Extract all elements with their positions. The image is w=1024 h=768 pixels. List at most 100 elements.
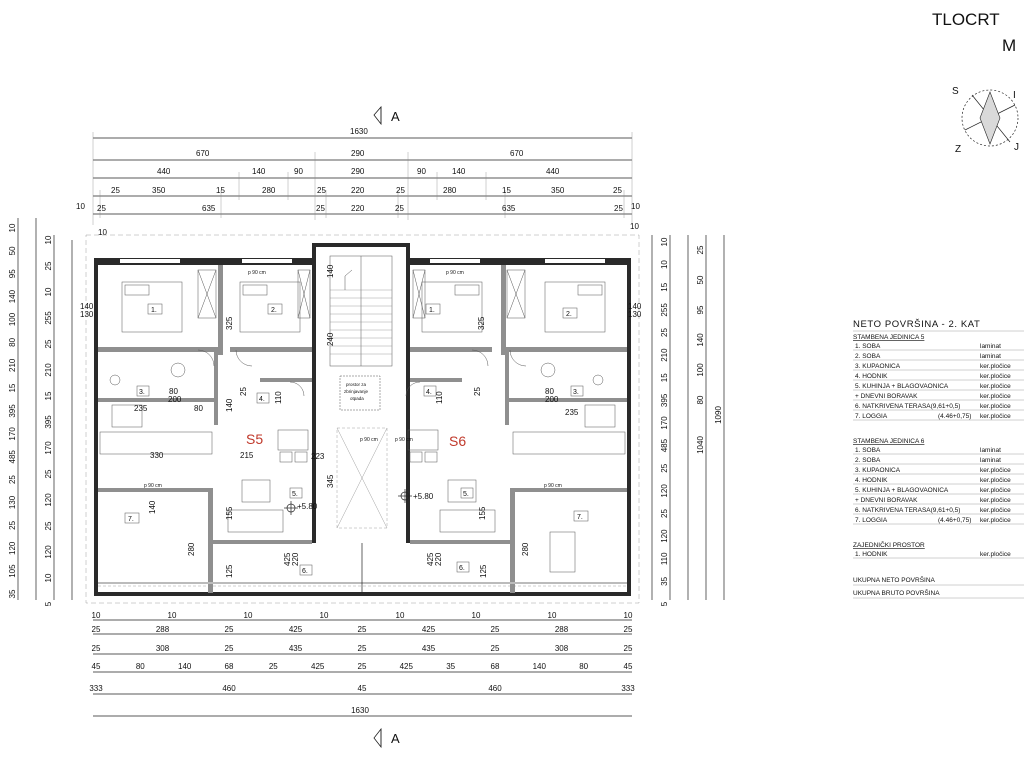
dim-bottom-row2-0: 25 xyxy=(92,625,101,634)
idim-24: 280 xyxy=(187,542,196,556)
idim-11: 140 xyxy=(225,398,234,412)
dim-bottom-row2-1: 288 xyxy=(156,625,170,634)
idim-32: 240 xyxy=(326,332,335,346)
table-row-name-0-1: 2. SOBA xyxy=(855,353,881,360)
table-row-name-1-1: 2. SOBA xyxy=(855,457,881,464)
table-row-name-2-0: 1. HODNIK xyxy=(855,551,888,558)
dim-top-r2-6: 440 xyxy=(546,167,560,176)
dim-left-inner-2: 10 xyxy=(44,287,53,296)
dim-left-outer-12: 130 xyxy=(8,495,17,509)
table-row-finish-0-7: ker.pločice xyxy=(980,413,1011,420)
dim-bottom-row4-8: 35 xyxy=(446,662,455,671)
total-net-label: UKUPNA NETO POVRŠINA xyxy=(853,575,936,584)
dim-left-outer-2: 95 xyxy=(8,269,17,278)
dim-bottom-row4-4: 25 xyxy=(269,662,278,671)
dim-bottom-row2-3: 425 xyxy=(289,625,303,634)
dim-top-r5-1: 10 xyxy=(630,222,639,231)
dim-top-r3-1: 350 xyxy=(152,186,166,195)
table-row-finish-0-2: ker.pločice xyxy=(980,363,1011,370)
room-label-7-right: 7. xyxy=(577,514,583,521)
dim-top-r4-5: 25 xyxy=(395,204,404,213)
title-line-2: M xyxy=(1002,36,1016,55)
table-row-name-1-7: 7. LOGGIA xyxy=(855,517,888,524)
idim-12: 235 xyxy=(565,408,579,417)
dim-bottom-row4-7: 425 xyxy=(400,662,414,671)
dim-right-inner-3: 140 xyxy=(696,333,705,347)
dim-top-r4-6: 635 xyxy=(502,204,516,213)
dim-top-r2-4: 90 xyxy=(417,167,426,176)
dim-left-outer-6: 210 xyxy=(8,358,17,372)
dim-left-outer-11: 25 xyxy=(8,475,17,484)
section-label-top: A xyxy=(391,109,400,124)
door-swings xyxy=(197,349,527,397)
dim-left-outer-10: 485 xyxy=(8,450,17,464)
dim-right-inner-1: 50 xyxy=(696,275,705,284)
dim-right-outer-2: 15 xyxy=(660,282,669,291)
dim-bottom-row3-8: 25 xyxy=(624,644,633,653)
idim-7: 235 xyxy=(134,404,148,413)
room-label-6-left: 6. xyxy=(302,568,308,575)
dim-bottom-row3-6: 25 xyxy=(491,644,500,653)
room-label-6-right: 6. xyxy=(459,565,465,572)
door-label-3: p 90 cm xyxy=(144,483,162,489)
room-label-4-right: 4. xyxy=(426,389,432,396)
table-row-finish-1-2: ker.pločice xyxy=(980,467,1011,474)
idim-21: 140 xyxy=(148,500,157,514)
dim-left-inner-10: 120 xyxy=(44,493,53,507)
level-right: +5.80 xyxy=(413,492,434,501)
door-label-4: p 90 cm xyxy=(544,483,562,489)
total-gross-label: UKUPNA BRUTO POVRŠINA xyxy=(853,588,940,597)
table-heading: NETO POVRŠINA - 2. KAT xyxy=(853,319,980,330)
dim-bottom-row4-10: 140 xyxy=(533,662,547,671)
dim-right-outer-10: 25 xyxy=(660,463,669,472)
dim-bottom-row2-4: 25 xyxy=(358,625,367,634)
dim-right-inner-0: 25 xyxy=(696,245,705,254)
idim-28: 425 xyxy=(426,552,435,566)
table-row-finish-0-5: ker.pločice xyxy=(980,393,1011,400)
dim-bottom-row1-4: 10 xyxy=(396,611,405,620)
door-label-2: p 90 cm xyxy=(446,270,464,276)
compass-letter-i: I xyxy=(1013,90,1016,101)
table-row-finish-0-0: laminat xyxy=(980,343,1001,350)
dim-top-r4-3: 25 xyxy=(316,204,325,213)
stair-note-3: otpada xyxy=(350,396,364,401)
dim-bottom-row2-6: 25 xyxy=(491,625,500,634)
table-row-finish-1-5: ker.pločice xyxy=(980,497,1011,504)
section-label-bottom: A xyxy=(391,731,400,746)
door-label-6: p 90 cm xyxy=(395,437,413,443)
dim-bottom-row4-2: 140 xyxy=(178,662,192,671)
compass-letter-z: Z xyxy=(955,144,961,155)
table-row-finish-0-4: ker.pločice xyxy=(980,383,1011,390)
dim-right-inner-2: 95 xyxy=(696,305,705,314)
unit-label-s5: S5 xyxy=(246,431,263,447)
title-line-1: TLOCRT xyxy=(932,10,1000,29)
dim-left-inner-12: 120 xyxy=(44,545,53,559)
table-section-title-0: STAMBENA JEDINICA 5 xyxy=(853,334,925,341)
dim-right-outer-5: 210 xyxy=(660,348,669,362)
dim-bottom-row4-11: 80 xyxy=(579,662,588,671)
dim-left-outer-4: 100 xyxy=(8,312,17,326)
room-label-1-right: 1. xyxy=(429,307,435,314)
idim-33: 25 xyxy=(239,387,248,396)
dim-left-inner-7: 395 xyxy=(44,415,53,429)
interior-dimensions: 140 130 140 130 325 325 140 235 80 200 8… xyxy=(80,264,642,578)
dim-bottom-row1-2: 10 xyxy=(244,611,253,620)
idim-14: 200 xyxy=(545,395,559,404)
dim-top-r4-1: 25 xyxy=(97,204,106,213)
idim-19: 223 xyxy=(311,452,325,461)
dim-bottom-row5-3: 460 xyxy=(488,684,502,693)
dim-top-r3-0: 25 xyxy=(111,186,120,195)
compass-letter-j: J xyxy=(1014,142,1019,153)
dim-top-r3-4: 25 xyxy=(317,186,326,195)
dim-right-outer-14: 110 xyxy=(660,552,669,565)
table-row-finish-1-4: ker.pločice xyxy=(980,487,1011,494)
dim-top-r1-0: 670 xyxy=(196,149,210,158)
dim-bottom-row5-1: 460 xyxy=(222,684,236,693)
dim-right-outer-0: 10 xyxy=(660,237,669,246)
table-row-finish-0-3: ker.pločice xyxy=(980,373,1011,380)
dim-top-r2-2: 90 xyxy=(294,167,303,176)
dim-left-inner-3: 255 xyxy=(44,311,53,325)
dim-left-outer-16: 35 xyxy=(8,589,17,598)
table-row-name-1-3: 4. HODNIK xyxy=(855,477,888,484)
